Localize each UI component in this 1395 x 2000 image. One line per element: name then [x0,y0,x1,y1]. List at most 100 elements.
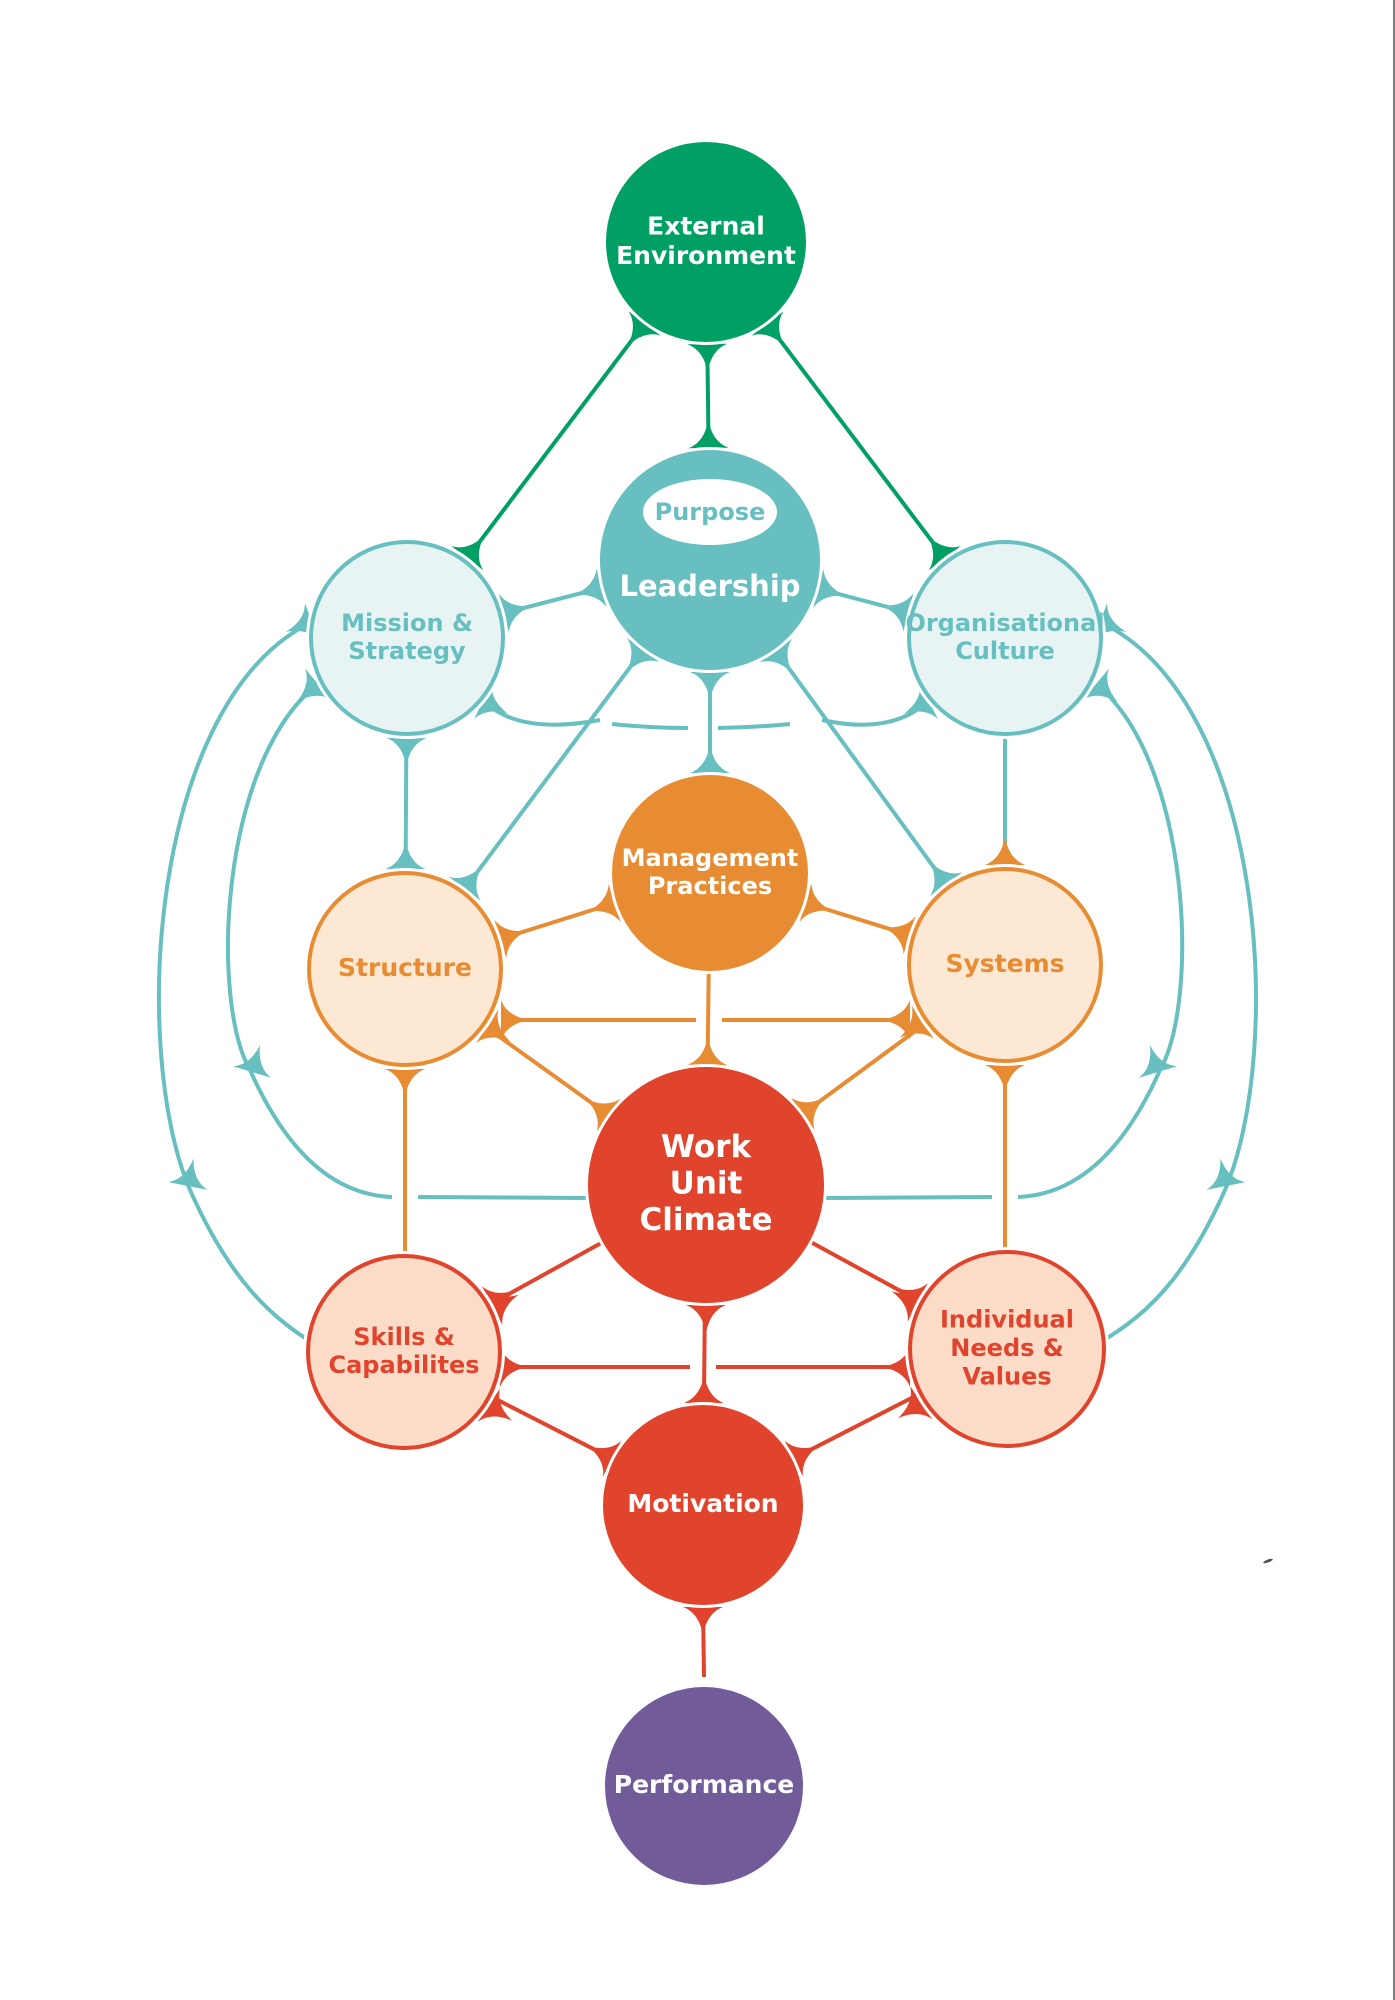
node-purpose-label: Purpose [655,498,766,526]
edge-climate-skills-arrowhead [484,1289,519,1326]
edge-mission-culture-arrowhead-left [474,683,509,720]
node-culture-label-line-2: Culture [955,637,1055,665]
edge-mission-skills-arrowhead-mid [168,1158,208,1190]
arrowheads-layer [168,311,1246,1635]
edge-management-systems-arrowhead-start [799,883,833,922]
node-climate-label-line-2: Unit [670,1166,743,1202]
edge-leadership-mission-arrowhead [498,593,531,633]
edge-skills-individual-arrowhead-left [500,1347,528,1387]
edge-external-mission-arrowhead-start [627,311,661,346]
node-skills-circle [306,1254,502,1450]
node-external-label-line-2: Environment [616,241,796,270]
edge-external-culture-arrowhead [927,535,961,571]
edge-culture-systems-arrowhead-orange [985,837,1025,865]
edge-mission-structure-arrowhead-start [386,737,427,766]
node-structure: Structure [304,868,506,1070]
node-climate-label-line-1: Work [661,1129,753,1165]
edge-mission-structure-arrowhead [385,841,426,870]
edge-mission-climate-arrowhead-mid [232,1045,272,1078]
edge-structure-skills-arrowhead [385,1069,425,1097]
node-performance: Performance [602,1684,806,1888]
edge-mission-skills-arc [156,620,313,1342]
node-motivation: Motivation [600,1402,806,1608]
page-edge-border [1393,0,1395,2000]
node-individual-circle [908,1250,1106,1448]
edge-mission-climate-straight [417,1195,589,1200]
node-individual-label-line-2: Needs & [950,1334,1063,1362]
edge-culture-climate-arrowhead-top [1083,668,1118,702]
node-culture-circle [907,540,1103,736]
node-skills-label-line-2: Capabilites [328,1351,479,1379]
node-mission-label-line-2: Strategy [348,637,466,665]
edge-mission-culture-seg3 [717,722,791,730]
node-climate-label-line-3: Climate [639,1202,772,1238]
edge-mission-culture-seg4 [821,700,929,727]
edge-climate-motivation-arrowhead-start [686,1305,726,1333]
node-external-label-line-1: External [647,211,765,240]
edge-management-systems-arrowhead [882,916,916,955]
edge-skills-motivation-arrowhead-start [477,1388,513,1422]
edge-mission-culture-seg2 [611,722,689,730]
node-structure-circle [307,871,503,1067]
edge-mission-climate-arc [226,682,393,1199]
node-motivation-circle [603,1405,803,1605]
edge-individual-motivation-arrowhead [784,1440,819,1477]
edge-systems-climate-arrowhead [790,1097,826,1130]
node-management-label-line-1: Management [622,844,799,872]
edge-climate-motivation-arrowhead [683,1375,724,1404]
node-culture-label-line-1: Organisational [905,609,1104,637]
node-individual-label-line-1: Individual [940,1306,1074,1334]
purpose-oval [643,479,777,545]
edge-leadership-management-arrowhead [690,745,730,773]
node-mission-circle [309,540,505,736]
node-management-label-line-2: Practices [648,872,772,900]
edge-culture-climate-arc [1017,682,1185,1199]
node-performance-label-line-1: Performance [614,1770,794,1799]
edge-culture-individual-arrowhead-mid [1206,1158,1246,1190]
node-performance-circle [605,1687,803,1885]
edge-culture-climate-arrowhead-mid [1138,1045,1178,1078]
node-management-circle [612,775,808,971]
edge-management-structure-arrowhead-start [587,883,621,923]
node-structure-label-line-1: Structure [338,953,472,982]
edge-structure-systems-arrowhead-left [501,1000,529,1040]
edge-culture-individual-arc [1099,620,1258,1342]
edge-individual-motivation-arrowhead-start [898,1386,933,1420]
node-systems-circle [907,867,1103,1063]
edge-leadership-structure-arrowhead-start [626,637,660,673]
node-climate-circle [588,1067,824,1303]
nodes-layer: ExternalEnvironmentPurposeLeadershipMiss… [303,139,1109,1888]
edge-skills-motivation-arrowhead [587,1440,622,1477]
edge-culture-climate-straight [825,1195,993,1200]
node-skills: Skills &Capabilites [303,1251,505,1453]
edge-leadership-structure-arrowhead [448,866,482,901]
node-individual-label-line-3: Values [962,1362,1051,1390]
edge-external-mission-arrowhead [451,535,485,571]
edge-external-culture [765,322,947,560]
node-motivation-label-line-1: Motivation [627,1489,778,1518]
node-leadership-label-line-1: Leadership [619,569,800,603]
edge-structure-systems-arrowhead-right [882,1000,910,1040]
edge-external-mission [465,322,647,560]
edge-external-culture-arrowhead-start [751,311,785,346]
node-skills-label-line-1: Skills & [353,1323,455,1351]
node-systems-label-line-1: Systems [945,949,1064,978]
node-systems: Systems [904,864,1106,1066]
edge-climate-individual-arrowhead [891,1285,926,1322]
edge-leadership-management-arrowhead-start [690,672,730,700]
node-mission-label-line-1: Mission & [341,609,473,637]
node-mission: Mission &Strategy [306,537,508,739]
edge-mission-climate-arrowhead-top [296,668,331,702]
edge-leadership-systems-arrowhead-start [759,638,793,674]
edge-structure-climate-arrowhead [585,1098,621,1132]
edge-skills-individual-arrowhead-right [882,1347,910,1387]
edge-management-climate-arrowhead [687,1037,728,1066]
edge-external-leadership-arrowhead [688,420,729,449]
